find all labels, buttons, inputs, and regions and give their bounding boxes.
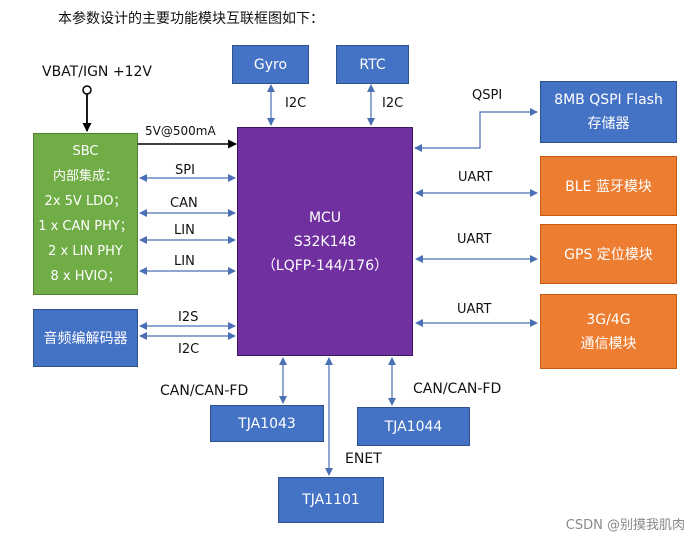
qspi-label: QSPI bbox=[472, 88, 503, 103]
lin1-label: LIN bbox=[174, 223, 195, 238]
flash-line-1: 存储器 bbox=[587, 116, 630, 132]
can-label: CAN bbox=[170, 196, 198, 211]
diagram-title: 本参数设计的主要功能模块互联框图如下： bbox=[58, 11, 324, 27]
sbc-line-4: 2 x LIN PHY bbox=[48, 244, 123, 259]
tja1043-block: TJA1043 bbox=[210, 405, 324, 442]
sbc-line-1: 内部集成： bbox=[52, 169, 118, 184]
can-fd-right-label: CAN/CAN-FD bbox=[413, 381, 502, 397]
i2c-rtc-label: I2C bbox=[382, 96, 404, 111]
tja1044-block: TJA1044 bbox=[357, 407, 470, 446]
qspi-bus bbox=[414, 108, 538, 152]
cell-block: 3G/4G 通信模块 bbox=[540, 294, 677, 369]
tja1101-block: TJA1101 bbox=[278, 477, 384, 523]
can-fd-left-label: CAN/CAN-FD bbox=[160, 383, 249, 399]
uart-cell-label: UART bbox=[457, 302, 492, 317]
mcu-line-1: S32K148 bbox=[293, 233, 357, 250]
sbc-line-5: 8 x HVIO； bbox=[50, 269, 121, 284]
i2c-gyro-label: I2C bbox=[285, 96, 307, 111]
sbc-line-3: 1 x CAN PHY； bbox=[38, 219, 133, 234]
sbc-block: SBC 内部集成： 2x 5V LDO； 1 x CAN PHY； 2 x LI… bbox=[33, 133, 138, 295]
sbc-line-2: 2x 5V LDO； bbox=[44, 194, 127, 209]
codec-block: 音频编解码器 bbox=[33, 309, 138, 367]
uart-gps-label: UART bbox=[457, 232, 492, 247]
watermark: CSDN @别摸我肌肉 bbox=[565, 518, 685, 533]
flash-line-0: 8MB QSPI Flash bbox=[554, 92, 663, 108]
i2c-codec-label: I2C bbox=[178, 342, 200, 357]
spi-label: SPI bbox=[175, 163, 195, 178]
mcu-block: MCU S32K148 （LQFP-144/176） bbox=[237, 127, 413, 356]
sbc-line-0: SBC bbox=[72, 144, 99, 159]
power-5v-label: 5V@500mA bbox=[145, 124, 216, 138]
gyro-block: Gyro bbox=[232, 45, 309, 84]
ble-block: BLE 蓝牙模块 bbox=[540, 156, 677, 216]
enet-label: ENET bbox=[345, 451, 382, 467]
power-input-label: VBAT/IGN +12V bbox=[42, 64, 152, 80]
uart-ble-label: UART bbox=[458, 170, 493, 185]
i2s-label: I2S bbox=[178, 310, 199, 325]
flash-block: 8MB QSPI Flash 存储器 bbox=[540, 81, 677, 143]
cell-line-0: 3G/4G bbox=[586, 311, 631, 328]
cell-line-1: 通信模块 bbox=[580, 335, 637, 352]
mcu-line-0: MCU bbox=[308, 209, 342, 226]
lin2-label: LIN bbox=[174, 254, 195, 269]
gps-block: GPS 定位模块 bbox=[540, 224, 677, 284]
rtc-block: RTC bbox=[336, 45, 409, 84]
mcu-line-2: （LQFP-144/176） bbox=[261, 257, 389, 274]
power-input-node bbox=[82, 85, 92, 95]
